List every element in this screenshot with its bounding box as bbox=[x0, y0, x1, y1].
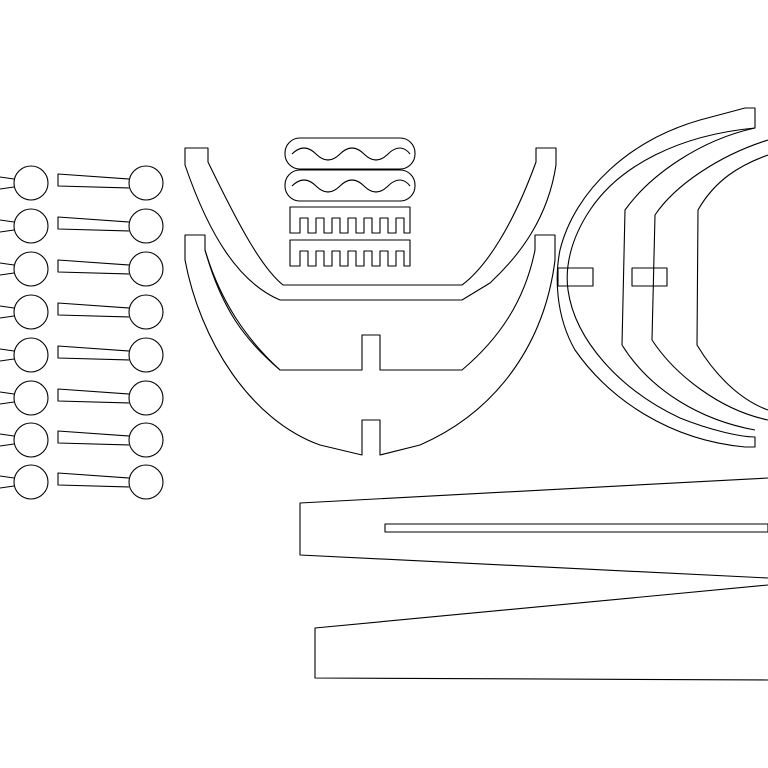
side-panel-outer bbox=[556, 107, 756, 448]
pin-stem bbox=[0, 176, 15, 190]
pin-stem bbox=[57, 430, 130, 446]
pin-stem bbox=[0, 391, 15, 405]
pin-stem bbox=[57, 472, 130, 488]
wave-strip-1-wave bbox=[291, 147, 411, 161]
pin-head bbox=[128, 294, 164, 330]
pin-head bbox=[128, 251, 164, 287]
wave-strip-2-wave bbox=[291, 179, 411, 193]
pin-stem bbox=[57, 216, 130, 232]
comb-strip-pieces bbox=[289, 206, 411, 267]
pin-head bbox=[13, 337, 49, 373]
comb-strip-1 bbox=[289, 206, 411, 234]
rib-arc-lower bbox=[184, 234, 556, 456]
pin-head bbox=[128, 337, 164, 373]
pin-stem bbox=[57, 173, 130, 189]
wedge-upper-outline bbox=[299, 477, 768, 579]
rib-arc-upper bbox=[184, 147, 557, 301]
pin-stem bbox=[0, 348, 15, 362]
pin-head bbox=[13, 165, 49, 201]
side-panel-slot-left bbox=[557, 267, 594, 287]
wave-strip-pieces bbox=[284, 137, 416, 202]
long-wedge-upper bbox=[299, 477, 768, 579]
pin-head bbox=[13, 251, 49, 287]
wave-strip-1 bbox=[284, 137, 416, 170]
side-panel-slot-right bbox=[631, 267, 668, 287]
pin-stem bbox=[0, 305, 15, 319]
pin-stem bbox=[57, 388, 130, 404]
comb-strip-2 bbox=[289, 239, 411, 267]
pin-stem bbox=[0, 475, 15, 489]
pin-head bbox=[13, 208, 49, 244]
pin-head bbox=[128, 464, 164, 500]
pin-head bbox=[13, 422, 49, 458]
rib-arc-lower-inner bbox=[204, 249, 281, 371]
pin-head bbox=[13, 380, 49, 416]
pin-head bbox=[128, 380, 164, 416]
long-wedge-lower bbox=[314, 584, 768, 681]
curved-side-panel bbox=[556, 107, 768, 448]
pin-head bbox=[13, 464, 49, 500]
side-panel-inner bbox=[621, 127, 756, 431]
pin-stem bbox=[0, 262, 15, 276]
pin-stem bbox=[0, 433, 15, 447]
pin-head bbox=[13, 294, 49, 330]
pin-stem bbox=[57, 302, 130, 318]
side-panel-inner-3 bbox=[696, 154, 768, 411]
pin-stem bbox=[57, 259, 130, 275]
pin-stem bbox=[0, 219, 15, 233]
side-panel-inner-2 bbox=[651, 139, 768, 421]
pin-head bbox=[128, 208, 164, 244]
wave-strip-2 bbox=[284, 169, 416, 202]
pin-head bbox=[128, 165, 164, 201]
pin-stem bbox=[57, 345, 130, 361]
key-pin-column-right bbox=[57, 165, 164, 500]
wedge-upper-slot bbox=[384, 523, 768, 533]
key-pin-column-left bbox=[0, 165, 49, 500]
pin-head bbox=[128, 422, 164, 458]
